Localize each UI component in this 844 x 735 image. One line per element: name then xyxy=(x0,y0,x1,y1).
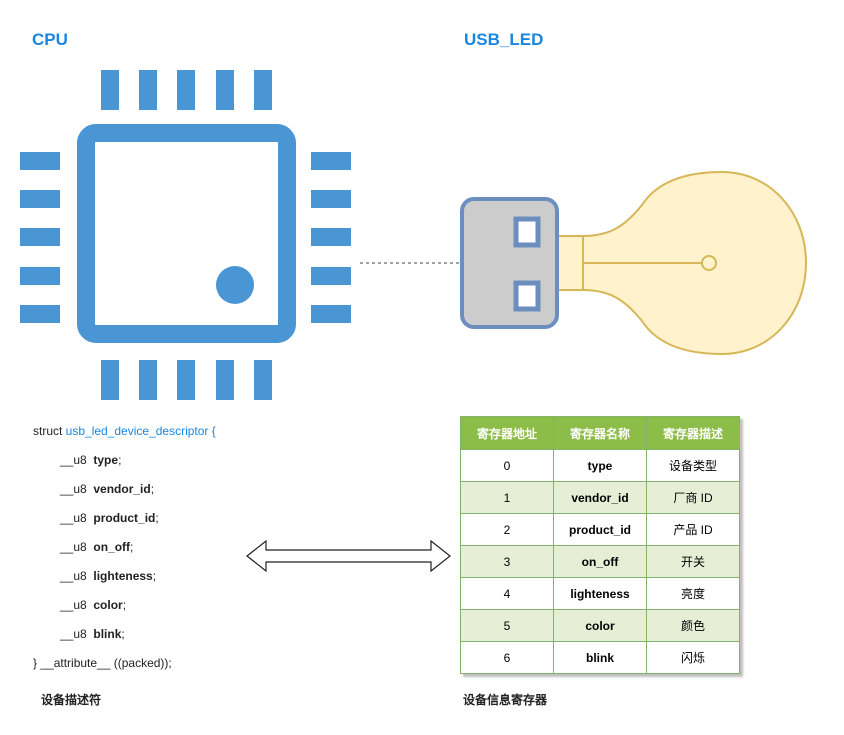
field-type: __u8 xyxy=(60,627,87,641)
cell-address: 0 xyxy=(460,449,554,482)
cell-description: 设备类型 xyxy=(646,449,740,482)
struct-open-line: struct usb_led_device_descriptor { xyxy=(33,424,216,438)
header-description: 寄存器描述 xyxy=(646,416,740,450)
struct-open-brace: { xyxy=(208,424,216,438)
usb-plug-icon xyxy=(460,197,559,329)
field-type: __u8 xyxy=(60,453,87,467)
cell-name: blink xyxy=(553,641,647,674)
field-type: __u8 xyxy=(60,482,87,496)
table-row: 4 lighteness 亮度 xyxy=(460,577,740,610)
cell-name: type xyxy=(553,449,647,482)
struct-keyword: struct xyxy=(33,424,66,438)
struct-caption: 设备描述符 xyxy=(41,693,102,707)
struct-field: __u8 product_id; xyxy=(60,511,159,525)
cell-address: 1 xyxy=(460,481,554,514)
struct-field: __u8 type; xyxy=(60,453,122,467)
cell-description: 产品 ID xyxy=(646,513,740,546)
usb-led-title: USB_LED xyxy=(464,30,544,49)
field-name: lighteness xyxy=(93,569,153,583)
cpu-chip-icon xyxy=(20,70,351,400)
struct-field: __u8 lighteness; xyxy=(60,569,157,583)
cell-name: color xyxy=(553,609,647,642)
field-type: __u8 xyxy=(60,569,87,583)
table-row: 6 blink 闪烁 xyxy=(460,641,740,674)
cell-address: 6 xyxy=(460,641,554,674)
field-type: __u8 xyxy=(60,540,87,554)
table-row: 1 vendor_id 厂商 ID xyxy=(460,481,740,514)
cell-name: on_off xyxy=(553,545,647,578)
header-name: 寄存器名称 xyxy=(553,416,647,450)
cell-name: product_id xyxy=(553,513,647,546)
cell-address: 2 xyxy=(460,513,554,546)
cell-description: 颜色 xyxy=(646,609,740,642)
field-name: product_id xyxy=(93,511,156,525)
cell-description: 闪烁 xyxy=(646,641,740,674)
field-name: blink xyxy=(93,627,122,641)
cell-name: vendor_id xyxy=(553,481,647,514)
field-name: vendor_id xyxy=(93,482,151,496)
double-arrow-icon xyxy=(246,539,451,573)
cell-name: lighteness xyxy=(553,577,647,610)
field-name: color xyxy=(93,598,123,612)
cpu-title: CPU xyxy=(32,30,68,49)
cell-description: 厂商 ID xyxy=(646,481,740,514)
cell-address: 4 xyxy=(460,577,554,610)
struct-close-line: } __attribute__ ((packed)); xyxy=(33,656,172,670)
field-name: on_off xyxy=(93,540,131,554)
field-name: type xyxy=(93,453,119,467)
struct-name: usb_led_device_descriptor xyxy=(65,424,209,438)
register-table: 寄存器地址 寄存器名称 寄存器描述 0 type 设备类型 1 vendor_i… xyxy=(460,416,740,674)
cell-address: 3 xyxy=(460,545,554,578)
table-row: 3 on_off 开关 xyxy=(460,545,740,578)
table-header-row: 寄存器地址 寄存器名称 寄存器描述 xyxy=(460,416,740,450)
table-row: 0 type 设备类型 xyxy=(460,449,740,482)
struct-field: __u8 blink; xyxy=(60,627,125,641)
struct-field: __u8 on_off; xyxy=(60,540,134,554)
register-caption: 设备信息寄存器 xyxy=(463,693,548,707)
field-type: __u8 xyxy=(60,511,87,525)
cell-description: 开关 xyxy=(646,545,740,578)
cell-address: 5 xyxy=(460,609,554,642)
light-bulb-icon xyxy=(556,170,808,356)
table-row: 2 product_id 产品 ID xyxy=(460,513,740,546)
cell-description: 亮度 xyxy=(646,577,740,610)
struct-field: __u8 vendor_id; xyxy=(60,482,155,496)
field-type: __u8 xyxy=(60,598,87,612)
header-address: 寄存器地址 xyxy=(460,416,554,450)
table-row: 5 color 颜色 xyxy=(460,609,740,642)
struct-field: __u8 color; xyxy=(60,598,127,612)
